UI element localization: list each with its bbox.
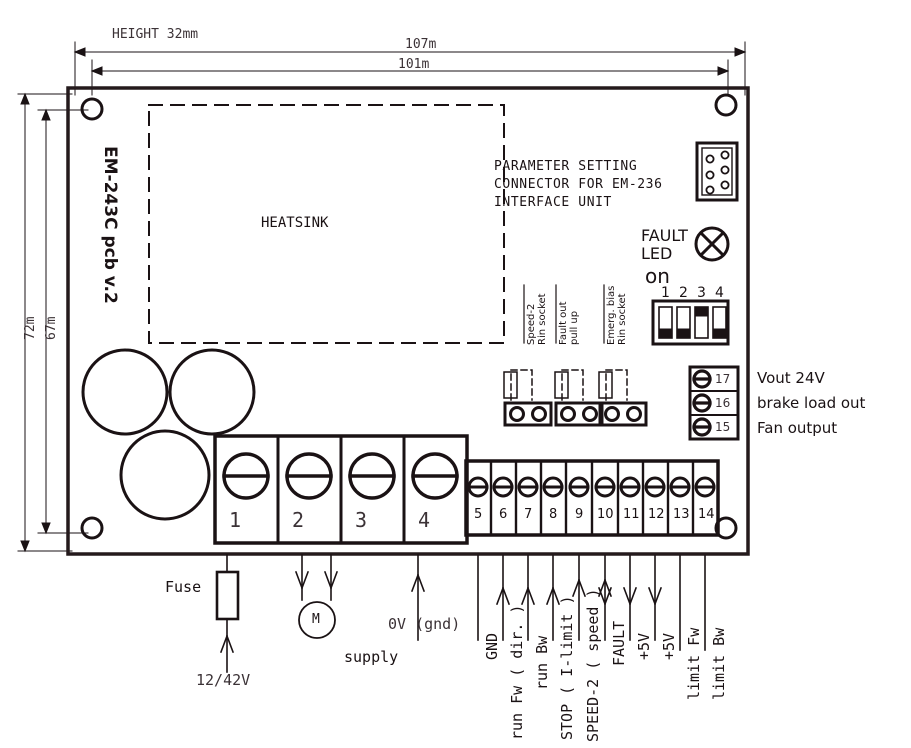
dimension-width-outer: 107m <box>405 37 437 52</box>
dimension-height-outer: 72m <box>23 316 38 340</box>
heatsink-label: HEATSINK <box>261 215 329 231</box>
right-terminal-number-16: 16 <box>715 396 731 410</box>
signal-terminal-number-13: 13 <box>673 507 690 522</box>
signal-label-stop: STOP ( I-limit ) <box>558 595 576 741</box>
height-note: HEIGHT 32mm <box>112 27 199 42</box>
signal-label-run-bw: run Bw <box>533 635 551 690</box>
socket-label-speed2-line2: Rin socket <box>537 293 548 345</box>
power-terminal-number-4: 4 <box>418 508 431 532</box>
parameter-connector-label-line3: INTERFACE UNIT <box>494 195 612 210</box>
parameter-connector-label-line1: PARAMETER SETTING <box>494 159 638 174</box>
signal-terminal-number-9: 9 <box>575 507 584 522</box>
signal-label-plus5v-11: +5V <box>635 632 653 660</box>
right-terminal-label-vout: Vout 24V <box>757 369 825 387</box>
power-terminal-number-1: 1 <box>229 508 242 532</box>
power-terminal-number-3: 3 <box>355 508 368 532</box>
dip-position-4: 4 <box>715 285 724 301</box>
socket-label-emerg-line2: Rin socket <box>617 293 628 345</box>
signal-label-run-fw: run Fw ( dir. ) <box>508 604 526 740</box>
signal-terminal-number-10: 10 <box>597 507 614 522</box>
fault-led-label-line2: LED <box>641 244 673 263</box>
signal-label-plus5v-12: +5V <box>660 632 678 660</box>
socket-label-speed2-line1: Speed-2 <box>526 303 537 345</box>
motor-symbol-label: M <box>312 612 320 627</box>
signal-terminal-number-7: 7 <box>524 507 533 522</box>
signal-terminal-number-11: 11 <box>623 507 640 522</box>
parameter-connector-label-line2: CONNECTOR FOR EM-236 <box>494 177 663 192</box>
dip-position-2: 2 <box>679 285 688 301</box>
right-terminal-number-15: 15 <box>715 420 731 434</box>
fault-led-label-line1: FAULT <box>641 226 688 245</box>
dimension-height-inner: 67m <box>44 316 59 340</box>
dip-position-1: 1 <box>661 285 670 301</box>
board-label: EM-243C pcb v.2 <box>100 146 120 304</box>
supply-voltage-label: 12/42V <box>196 671 251 689</box>
power-terminal-number-2: 2 <box>292 508 305 532</box>
signal-label-limit-fw: limit Fw <box>685 627 703 700</box>
socket-label-faultout-line2: pull up <box>569 310 580 345</box>
signal-terminal-number-14: 14 <box>698 507 715 522</box>
ground-label: 0V (gnd) <box>388 615 461 633</box>
dip-on-label: on <box>645 264 670 288</box>
supply-label: supply <box>344 648 399 666</box>
socket-label-faultout-line1: Fault out <box>558 301 569 345</box>
signal-terminal-number-8: 8 <box>549 507 558 522</box>
right-terminal-number-17: 17 <box>715 372 731 386</box>
signal-terminal-number-6: 6 <box>499 507 508 522</box>
dimension-width-inner: 101m <box>398 57 430 72</box>
right-terminal-label-fan: Fan output <box>757 419 838 437</box>
right-terminal-label-brake: brake load out <box>757 394 866 412</box>
signal-terminal-number-12: 12 <box>648 507 665 522</box>
dip-position-3: 3 <box>697 285 706 301</box>
fuse-label: Fuse <box>165 578 202 596</box>
signal-label-fault: FAULT <box>610 620 628 666</box>
signal-label-limit-bw: limit Bw <box>710 627 728 700</box>
signal-label-speed2: SPEED-2 ( speed ) <box>584 588 602 742</box>
socket-label-emerg-line1: Emerg. bias <box>606 285 617 345</box>
signal-terminal-number-5: 5 <box>474 507 483 522</box>
signal-label-gnd: GND <box>483 632 501 660</box>
